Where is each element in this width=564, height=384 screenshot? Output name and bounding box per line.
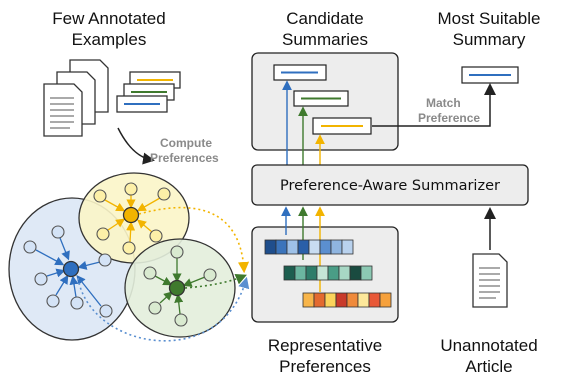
match-arrow: [372, 83, 496, 127]
representative-preferences-title: Representative Preferences: [267, 336, 383, 376]
match-label-2: Preference: [418, 111, 480, 125]
document-stack-icon: [43, 59, 109, 137]
compute-label-1: Compute: [160, 136, 212, 150]
blue-dotted-link: [77, 276, 250, 342]
yellow-dotted-link: [138, 206, 250, 274]
unannotated-article-title: Unannotated Article: [440, 336, 538, 376]
match-label-1: Match: [426, 96, 461, 110]
summary-card-icon: [116, 71, 181, 113]
document-icon: [472, 253, 508, 308]
embedding-bar-icon: [264, 239, 392, 308]
most-suitable-summary-title: Most Suitable Summary: [437, 9, 541, 49]
cluster-graph-icon: [8, 172, 236, 341]
compute-arrow: [117, 127, 155, 165]
summarizer-box: [251, 164, 529, 206]
candidate-summaries-title: Candidate Summaries: [282, 9, 368, 49]
few-annotated-examples-title: Few Annotated Examples: [52, 9, 166, 49]
compute-label-2: Preferences: [150, 151, 219, 165]
summarizer-label: Preference-Aware Summarizer: [280, 178, 500, 194]
